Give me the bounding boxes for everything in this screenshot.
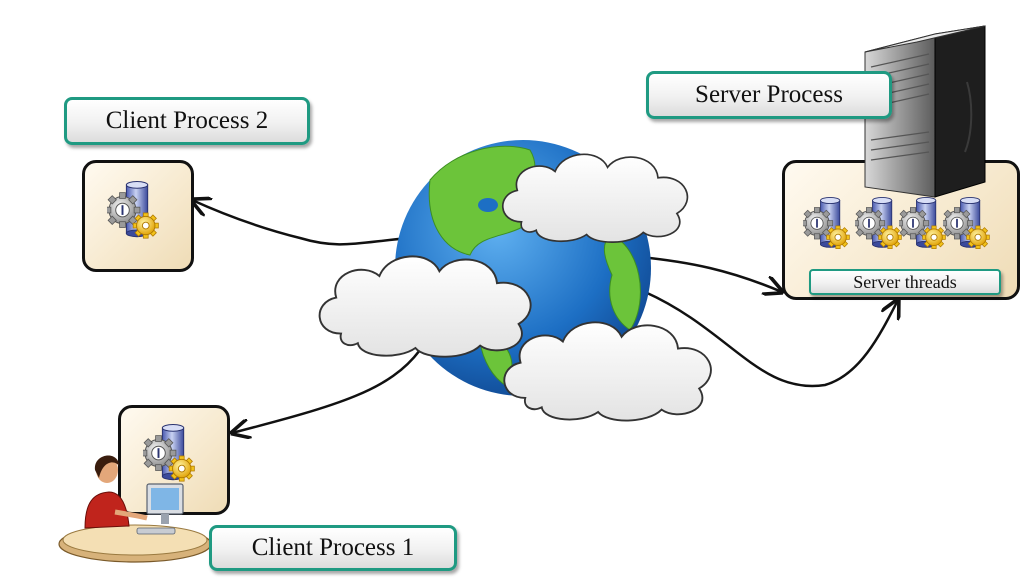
arrow-to-server-threads — [644, 290, 898, 388]
process-cylinder-gear-icon — [943, 197, 990, 250]
server-process-text: Server Process — [695, 81, 843, 108]
client-process-2-box — [82, 160, 194, 272]
arrow-to-server-process — [639, 255, 782, 292]
cloud-icon — [501, 153, 689, 243]
server-threads-text: Server threads — [853, 271, 957, 292]
server-process-label: Server Process — [646, 71, 892, 119]
arrow-to-client-1 — [232, 349, 421, 433]
process-cylinder-gear-icon — [803, 197, 850, 250]
client-process-2-text: Client Process 2 — [105, 107, 269, 134]
server-threads-label: Server threads — [809, 269, 1001, 295]
process-cylinder-gear-icon — [107, 181, 159, 239]
arrow-to-client-2 — [192, 200, 411, 246]
client-process-1-text: Client Process 1 — [251, 534, 415, 561]
user-at-computer-icon — [58, 455, 212, 563]
client-process-1-label: Client Process 1 — [209, 525, 457, 571]
client-process-2-label: Client Process 2 — [64, 97, 310, 145]
cloud-icon — [503, 321, 712, 422]
